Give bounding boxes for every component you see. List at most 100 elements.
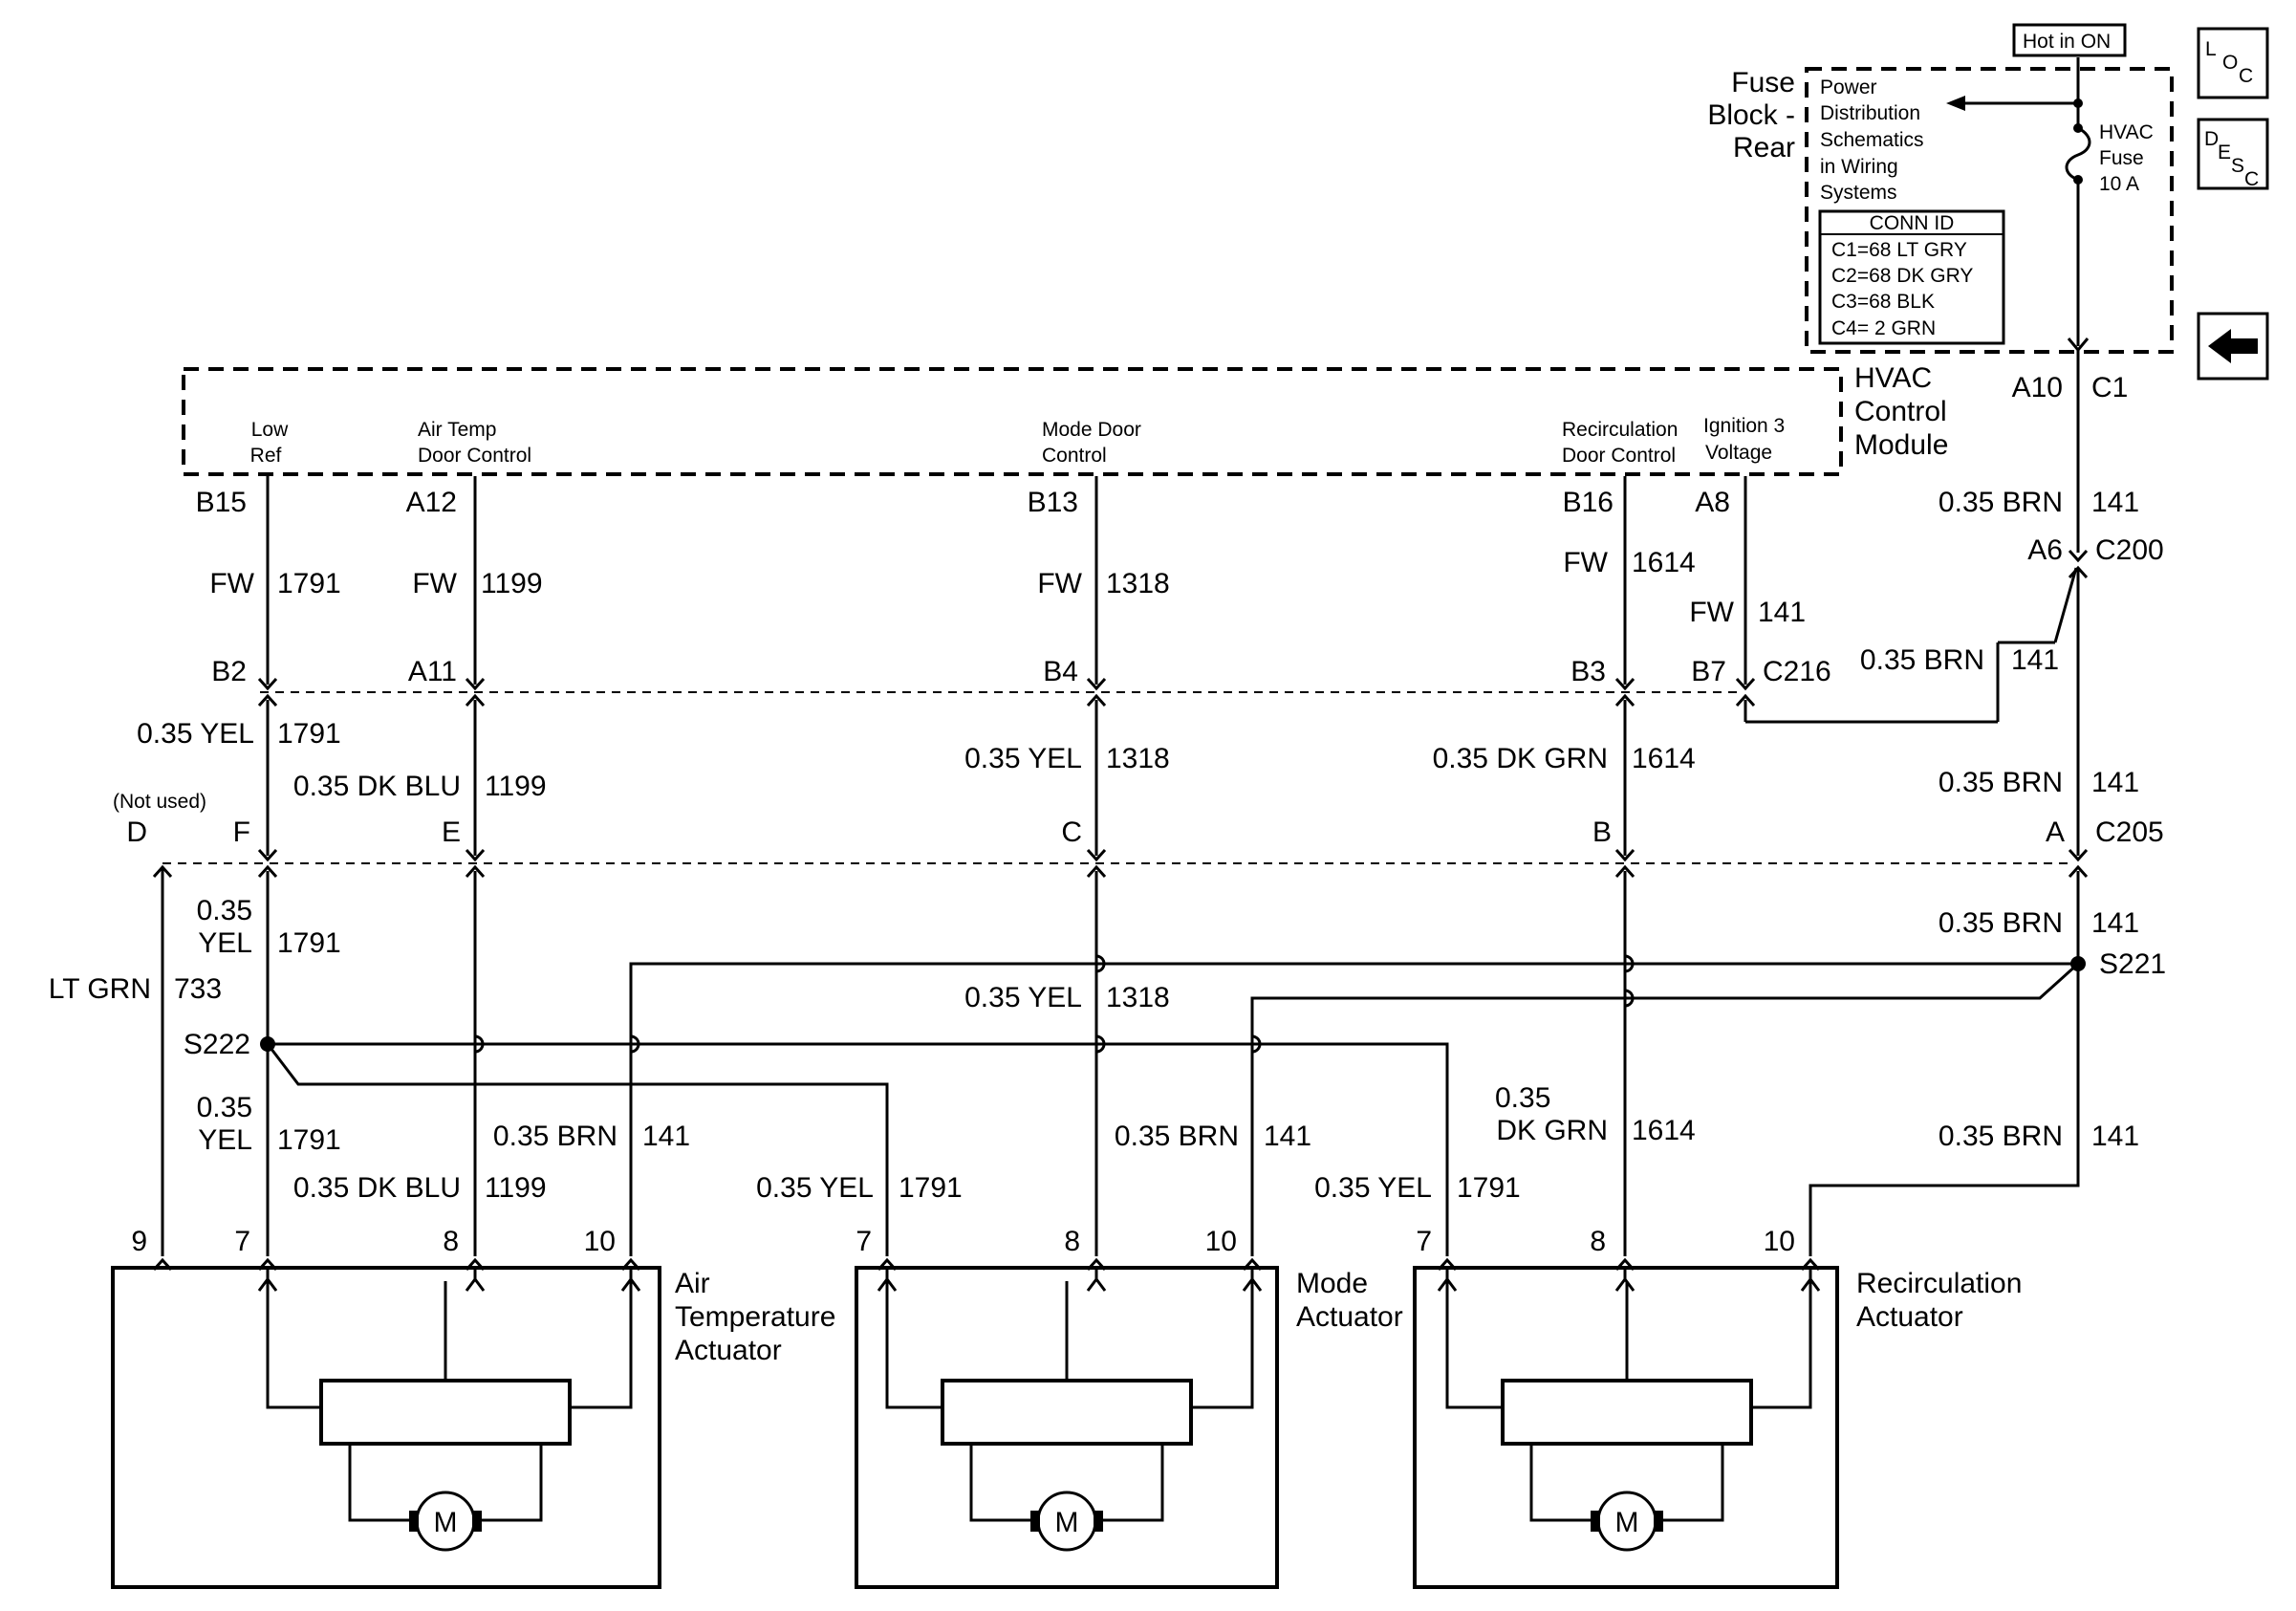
svg-text:141: 141 <box>1264 1121 1311 1152</box>
connector-pin <box>1086 848 1107 862</box>
connector-pin <box>2068 848 2089 862</box>
pin-b13: B13 <box>1028 487 1078 518</box>
mode-actuator-label: Mode Actuator <box>1296 1268 1403 1333</box>
motor-wire <box>1663 1444 1724 1522</box>
svg-text:0.35 YEL: 0.35 YEL <box>137 718 254 750</box>
svg-text:1318: 1318 <box>1106 982 1170 1013</box>
pin-b: B <box>1592 816 1612 848</box>
connector-pin <box>1614 864 1635 879</box>
actuator-pin <box>465 1276 486 1292</box>
svg-text:1318: 1318 <box>1106 743 1170 774</box>
conn-id-row: C4= 2 GRN <box>1831 317 1936 339</box>
air-temperature-actuator-label: Air Temperature Actuator <box>675 1268 835 1366</box>
actuator-control-board <box>1501 1379 1753 1446</box>
pin-a: A <box>2046 816 2065 848</box>
svg-text:Systems: Systems <box>1820 182 1897 204</box>
svg-text:1791: 1791 <box>277 568 341 599</box>
svg-text:0.35: 0.35 <box>197 895 252 926</box>
svg-text:DK GRN: DK GRN <box>1496 1115 1608 1146</box>
svg-text:1614: 1614 <box>1632 1115 1696 1146</box>
motor-wire <box>482 1444 543 1522</box>
conn-id-row: C3=68 BLK <box>1831 291 1935 313</box>
wire-crossover <box>474 1034 485 1054</box>
hvac-fuse-symbol <box>2065 126 2091 182</box>
svg-text:Hot in ON: Hot in ON <box>2023 31 2111 53</box>
svg-text:Low: Low <box>251 419 289 441</box>
conn-id-row: C1=68 LT GRY <box>1831 239 1967 261</box>
hvac-control-module-box <box>182 367 1843 476</box>
pin-b4: B4 <box>1043 656 1078 687</box>
connector-pin <box>465 693 486 708</box>
svg-text:141: 141 <box>2011 644 2059 676</box>
svg-text:1614: 1614 <box>1632 743 1696 774</box>
wire-yel-1318-lower: 0.35 YEL 1318 <box>964 982 1170 1013</box>
pin-e: E <box>442 816 461 848</box>
wire-dk-blu-1199: 0.35 DK BLU 1199 <box>293 771 547 802</box>
motor-label: M <box>434 1507 458 1538</box>
actuator-housing <box>855 1266 1279 1589</box>
svg-text:Mode: Mode <box>1296 1268 1368 1299</box>
pin-a12: A12 <box>406 487 457 518</box>
connector-c205: C205 <box>2095 816 2164 848</box>
wire-fw-1791: FW 1791 <box>209 568 340 599</box>
svg-text:Module: Module <box>1854 429 1948 461</box>
pin-b3: B3 <box>1570 656 1606 687</box>
motor-icon <box>415 1491 476 1552</box>
actuator-housing <box>111 1266 661 1589</box>
svg-text:1318: 1318 <box>1106 568 1170 599</box>
actuator-internal-wire <box>1751 1281 1812 1409</box>
conn-id-row: C2=68 DK GRY <box>1831 265 1973 287</box>
actuator-internal-wire <box>1445 1281 1503 1409</box>
power-distribution-reference: Power Distribution Schematics in Wiring … <box>1820 76 1924 204</box>
wire-yel-1791-recirc: 0.35 YEL 1791 <box>1314 1172 1521 1204</box>
connector-pin <box>465 848 486 862</box>
pin-9: 9 <box>131 1226 147 1257</box>
svg-text:HVAC: HVAC <box>1854 362 1932 394</box>
left-arrow-icon <box>2208 329 2258 363</box>
svg-text:1199: 1199 <box>485 1172 547 1204</box>
svg-text:1791: 1791 <box>1457 1172 1521 1204</box>
desc-button[interactable]: D E S C <box>2197 118 2269 190</box>
pin-f: F <box>233 816 250 848</box>
actuator-control-board <box>319 1379 572 1446</box>
motor-icon <box>1036 1491 1097 1552</box>
connector-pin <box>1086 693 1107 708</box>
back-button[interactable] <box>2197 312 2269 381</box>
wire-1791-to-recirc <box>268 1042 1449 1256</box>
pin-a10: A10 <box>2012 372 2063 403</box>
svg-text:141: 141 <box>1758 597 1806 628</box>
mode-door-control-pin-label: Mode Door Control <box>1042 419 1141 467</box>
wire-141-to-air-temp <box>629 962 2078 1256</box>
svg-text:YEL: YEL <box>198 1124 252 1156</box>
svg-text:0.35 BRN: 0.35 BRN <box>1115 1121 1239 1152</box>
svg-text:Ignition 3: Ignition 3 <box>1703 415 1785 437</box>
pin-10: 10 <box>584 1226 616 1257</box>
wire-fw-1318: FW 1318 <box>1037 568 1169 599</box>
motor-brush <box>1591 1511 1600 1532</box>
wire-yel-1318: 0.35 YEL 1318 <box>964 743 1170 774</box>
wire-yel-1791-s222: 0.35 YEL 1791 <box>197 1092 341 1156</box>
desc-letter-c: C <box>2244 168 2259 190</box>
wiring-layer <box>111 350 2089 1589</box>
hvac-control-module-title: HVAC Control Module <box>1854 362 1948 461</box>
connector-pin <box>1614 693 1635 708</box>
svg-text:Distribution: Distribution <box>1820 102 1920 124</box>
actuator-pin <box>1242 1276 1263 1292</box>
conn-id-table: CONN ID C1=68 LT GRY C2=68 DK GRY C3=68 … <box>1818 209 2005 345</box>
svg-text:1199: 1199 <box>485 771 547 802</box>
wire-fw-1199: FW 1199 <box>412 568 542 599</box>
wire-brn-141-right: 0.35 BRN 141 <box>1939 1121 2139 1152</box>
svg-text:141: 141 <box>2091 1121 2139 1152</box>
loc-button[interactable]: L O C <box>2197 27 2269 99</box>
actuator-pin <box>620 1276 641 1292</box>
svg-text:1199: 1199 <box>481 568 543 599</box>
connector-pin <box>257 848 278 862</box>
connector-pin <box>1614 848 1635 862</box>
motor-label: M <box>1615 1507 1639 1538</box>
air-temp-door-control-pin-label: Air Temp Door Control <box>418 419 531 467</box>
wire-brn-141-mode: 0.35 BRN 141 <box>1115 1121 1311 1152</box>
wire-1791-to-mode <box>266 1043 889 1256</box>
motor-wire <box>1103 1444 1164 1522</box>
svg-text:Voltage: Voltage <box>1705 442 1772 464</box>
svg-text:Schematics: Schematics <box>1820 129 1924 151</box>
